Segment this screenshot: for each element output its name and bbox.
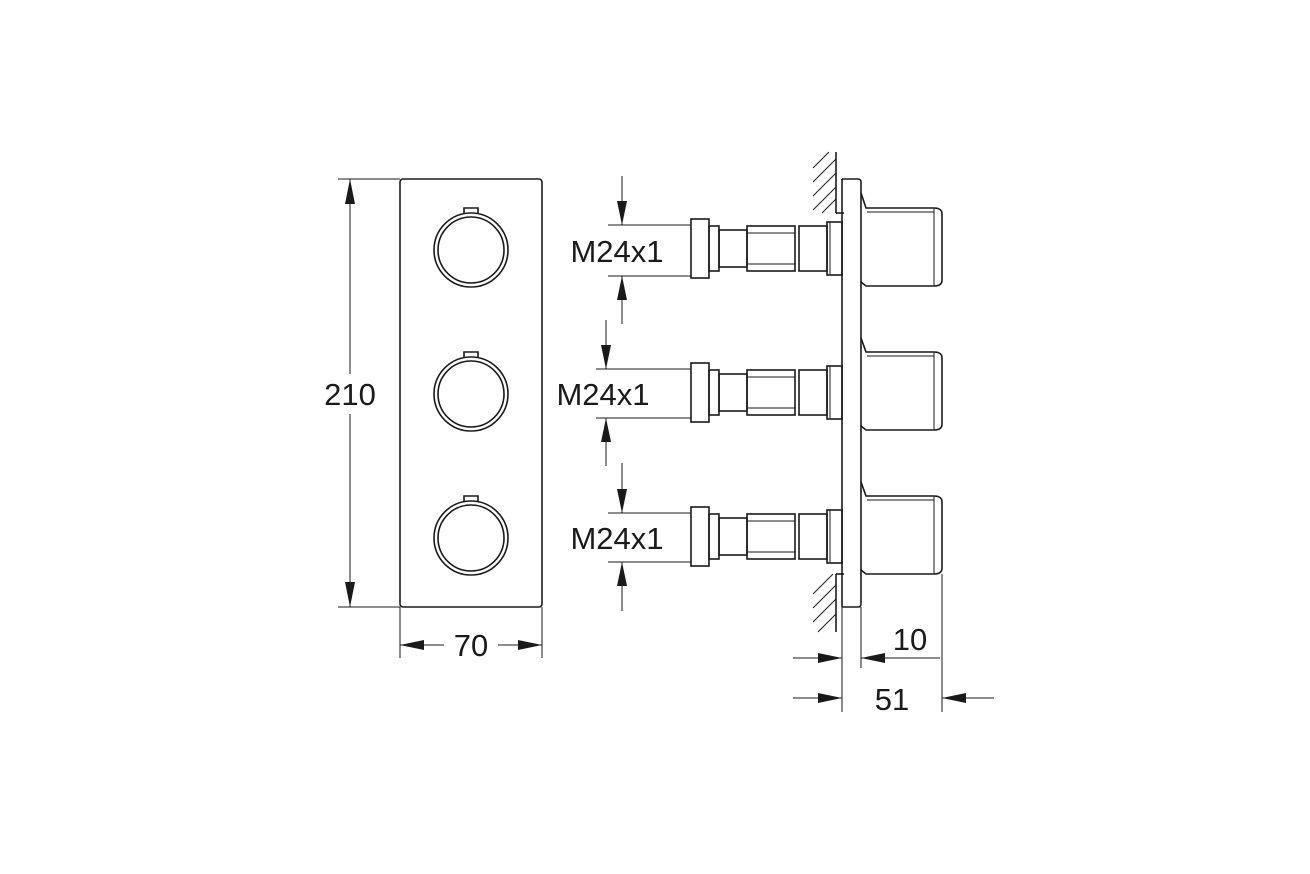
side-handle-top bbox=[860, 192, 943, 287]
front-knob-middle bbox=[433, 351, 509, 432]
dimension-plate-depth-label: 10 bbox=[893, 622, 927, 657]
side-handle-bottom bbox=[860, 481, 943, 575]
dimension-total-depth: 51 bbox=[793, 574, 994, 717]
side-plate bbox=[841, 178, 862, 608]
connector-bottom bbox=[690, 506, 843, 567]
dimension-width: 70 bbox=[399, 607, 543, 663]
thread-label-middle: M24x1 bbox=[556, 377, 649, 412]
thread-dimension-top: M24x1 bbox=[570, 176, 691, 324]
dimension-height: 210 bbox=[318, 178, 400, 608]
front-knob-top bbox=[433, 207, 509, 288]
connector-top bbox=[690, 218, 843, 279]
dimension-plate-depth: 10 bbox=[793, 607, 940, 712]
front-plate bbox=[399, 178, 543, 608]
front-knob-bottom bbox=[433, 495, 509, 576]
thread-dimension-middle: M24x1 bbox=[556, 320, 691, 466]
front-view bbox=[399, 178, 543, 608]
side-view bbox=[690, 151, 943, 633]
thread-label-bottom: M24x1 bbox=[570, 521, 663, 556]
wall-top bbox=[812, 151, 844, 214]
thread-dimension-bottom: M24x1 bbox=[570, 463, 691, 611]
dimension-width-label: 70 bbox=[454, 628, 488, 663]
wall-bottom bbox=[812, 573, 844, 633]
thread-label-top: M24x1 bbox=[570, 234, 663, 269]
side-handle-middle bbox=[860, 337, 943, 431]
dimension-height-label: 210 bbox=[324, 377, 376, 412]
connector-middle bbox=[690, 362, 843, 423]
dimension-total-depth-label: 51 bbox=[875, 682, 909, 717]
